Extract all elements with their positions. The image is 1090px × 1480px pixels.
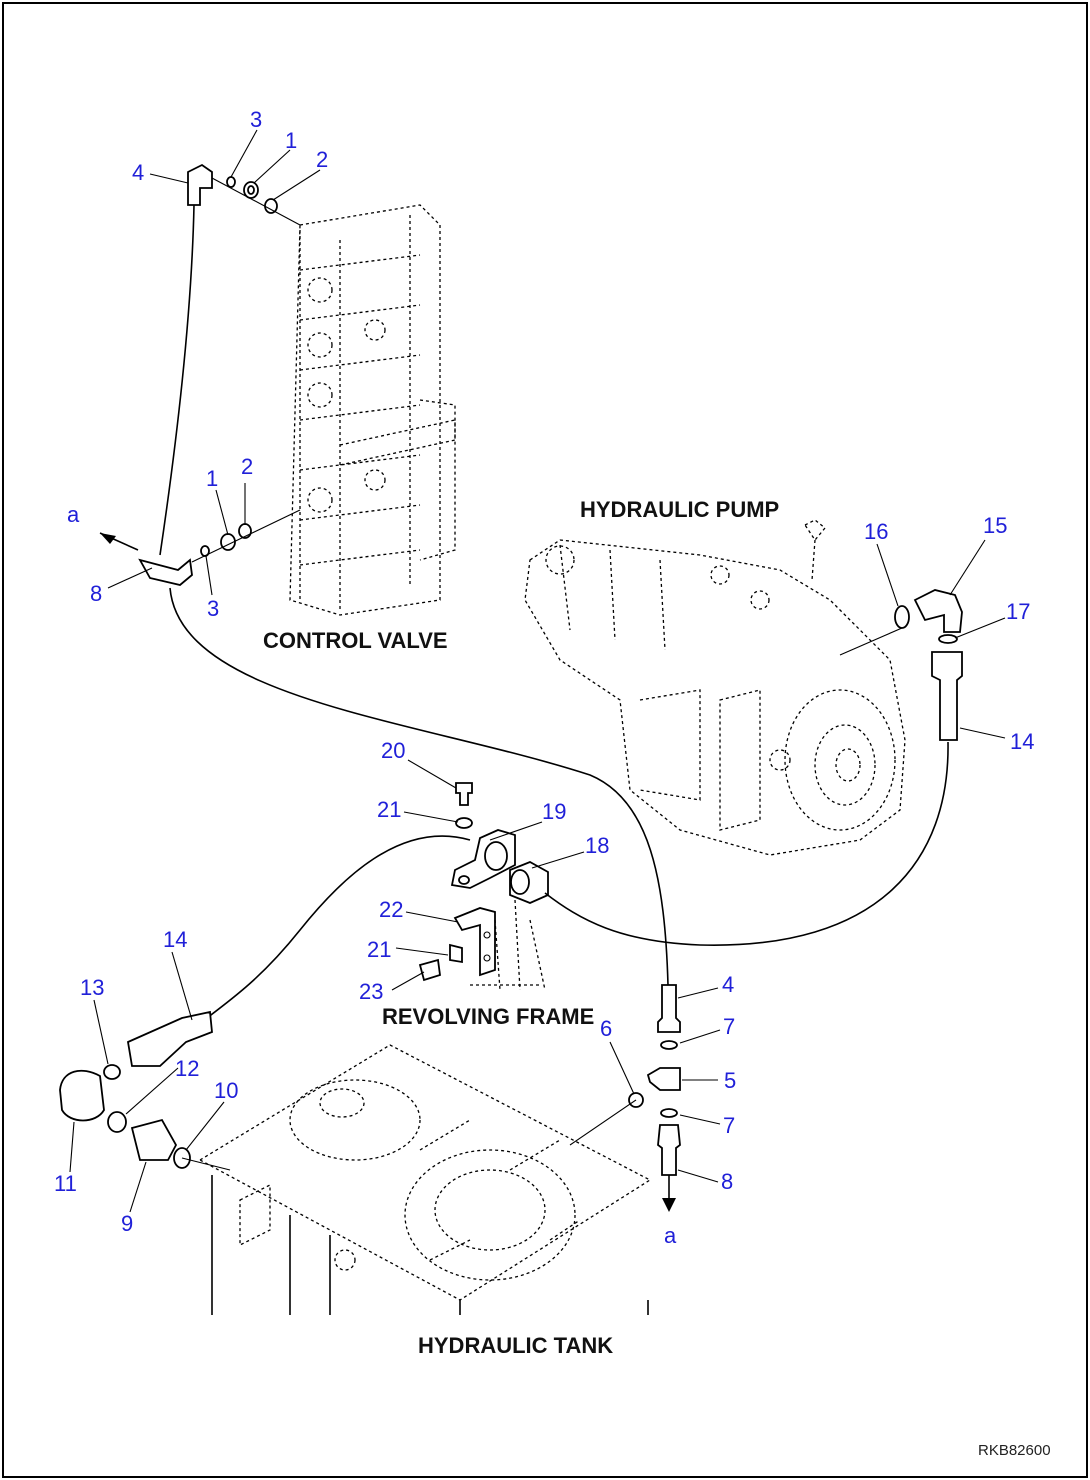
callout-pump-15: 15 [983, 513, 1007, 538]
callout-frame-20: 20 [381, 738, 405, 763]
callout-cv-top-3: 3 [250, 107, 262, 132]
callout-cv-top-4: 4 [132, 160, 144, 185]
callout-tank-13: 13 [80, 975, 104, 1000]
callout-frame-19: 19 [542, 799, 566, 824]
callout-tank-11: 11 [54, 1171, 77, 1196]
callout-frame-22: 22 [379, 897, 403, 922]
callout-r-7a: 7 [723, 1014, 735, 1039]
callout-r-7b: 7 [723, 1113, 735, 1138]
right-fittings [569, 984, 681, 1212]
hydraulic-tank-drawing [198, 1044, 652, 1315]
callout-cv-low-8: 8 [90, 581, 102, 606]
callout-cv-top-2: 2 [316, 147, 328, 172]
callout-frame-23: 23 [359, 979, 383, 1004]
callout-cv-low-3: 3 [207, 596, 219, 621]
callout-frame-21a: 21 [377, 797, 401, 822]
callout-r-8: 8 [721, 1169, 733, 1194]
callout-pump-17: 17 [1006, 599, 1030, 624]
callout-frame-21b: 21 [367, 937, 391, 962]
drawing-code: RKB82600 [978, 1442, 1051, 1459]
callout-r-6: 6 [600, 1016, 612, 1041]
cv-low-fittings [99, 509, 301, 586]
revolving-frame-parts [418, 782, 549, 991]
callout-cv-low-2: 2 [241, 454, 253, 479]
callout-cv-top-1: 1 [285, 128, 297, 153]
label-revolving-frame: REVOLVING FRAME [382, 1004, 594, 1029]
label-hydraulic-tank: HYDRAULIC TANK [418, 1333, 613, 1358]
callout-tank-10: 10 [214, 1078, 238, 1103]
callout-frame-18: 18 [585, 833, 609, 858]
callout-cv-low-1: 1 [206, 466, 218, 491]
callout-r-4: 4 [722, 972, 734, 997]
flow-mark-top: a [67, 502, 80, 527]
cv-top-fittings [187, 163, 301, 226]
pump-fittings [839, 589, 963, 741]
tank-fittings [59, 1010, 231, 1171]
control-valve-drawing [289, 204, 456, 616]
label-hydraulic-pump: HYDRAULIC PUMP [580, 497, 779, 522]
callout-tank-12: 12 [175, 1056, 199, 1081]
callout-pump-14: 14 [1010, 729, 1034, 754]
callout-tank-9: 9 [121, 1211, 133, 1236]
callout-r-5: 5 [724, 1068, 736, 1093]
callout-pump-16: 16 [864, 519, 888, 544]
leader-lines [69, 129, 1006, 1213]
hydraulic-pump-drawing [524, 519, 906, 856]
callout-tank-14: 14 [163, 927, 187, 952]
flow-mark-bottom: a [664, 1223, 677, 1248]
hoses [159, 204, 949, 1019]
label-control-valve: CONTROL VALVE [263, 628, 448, 653]
